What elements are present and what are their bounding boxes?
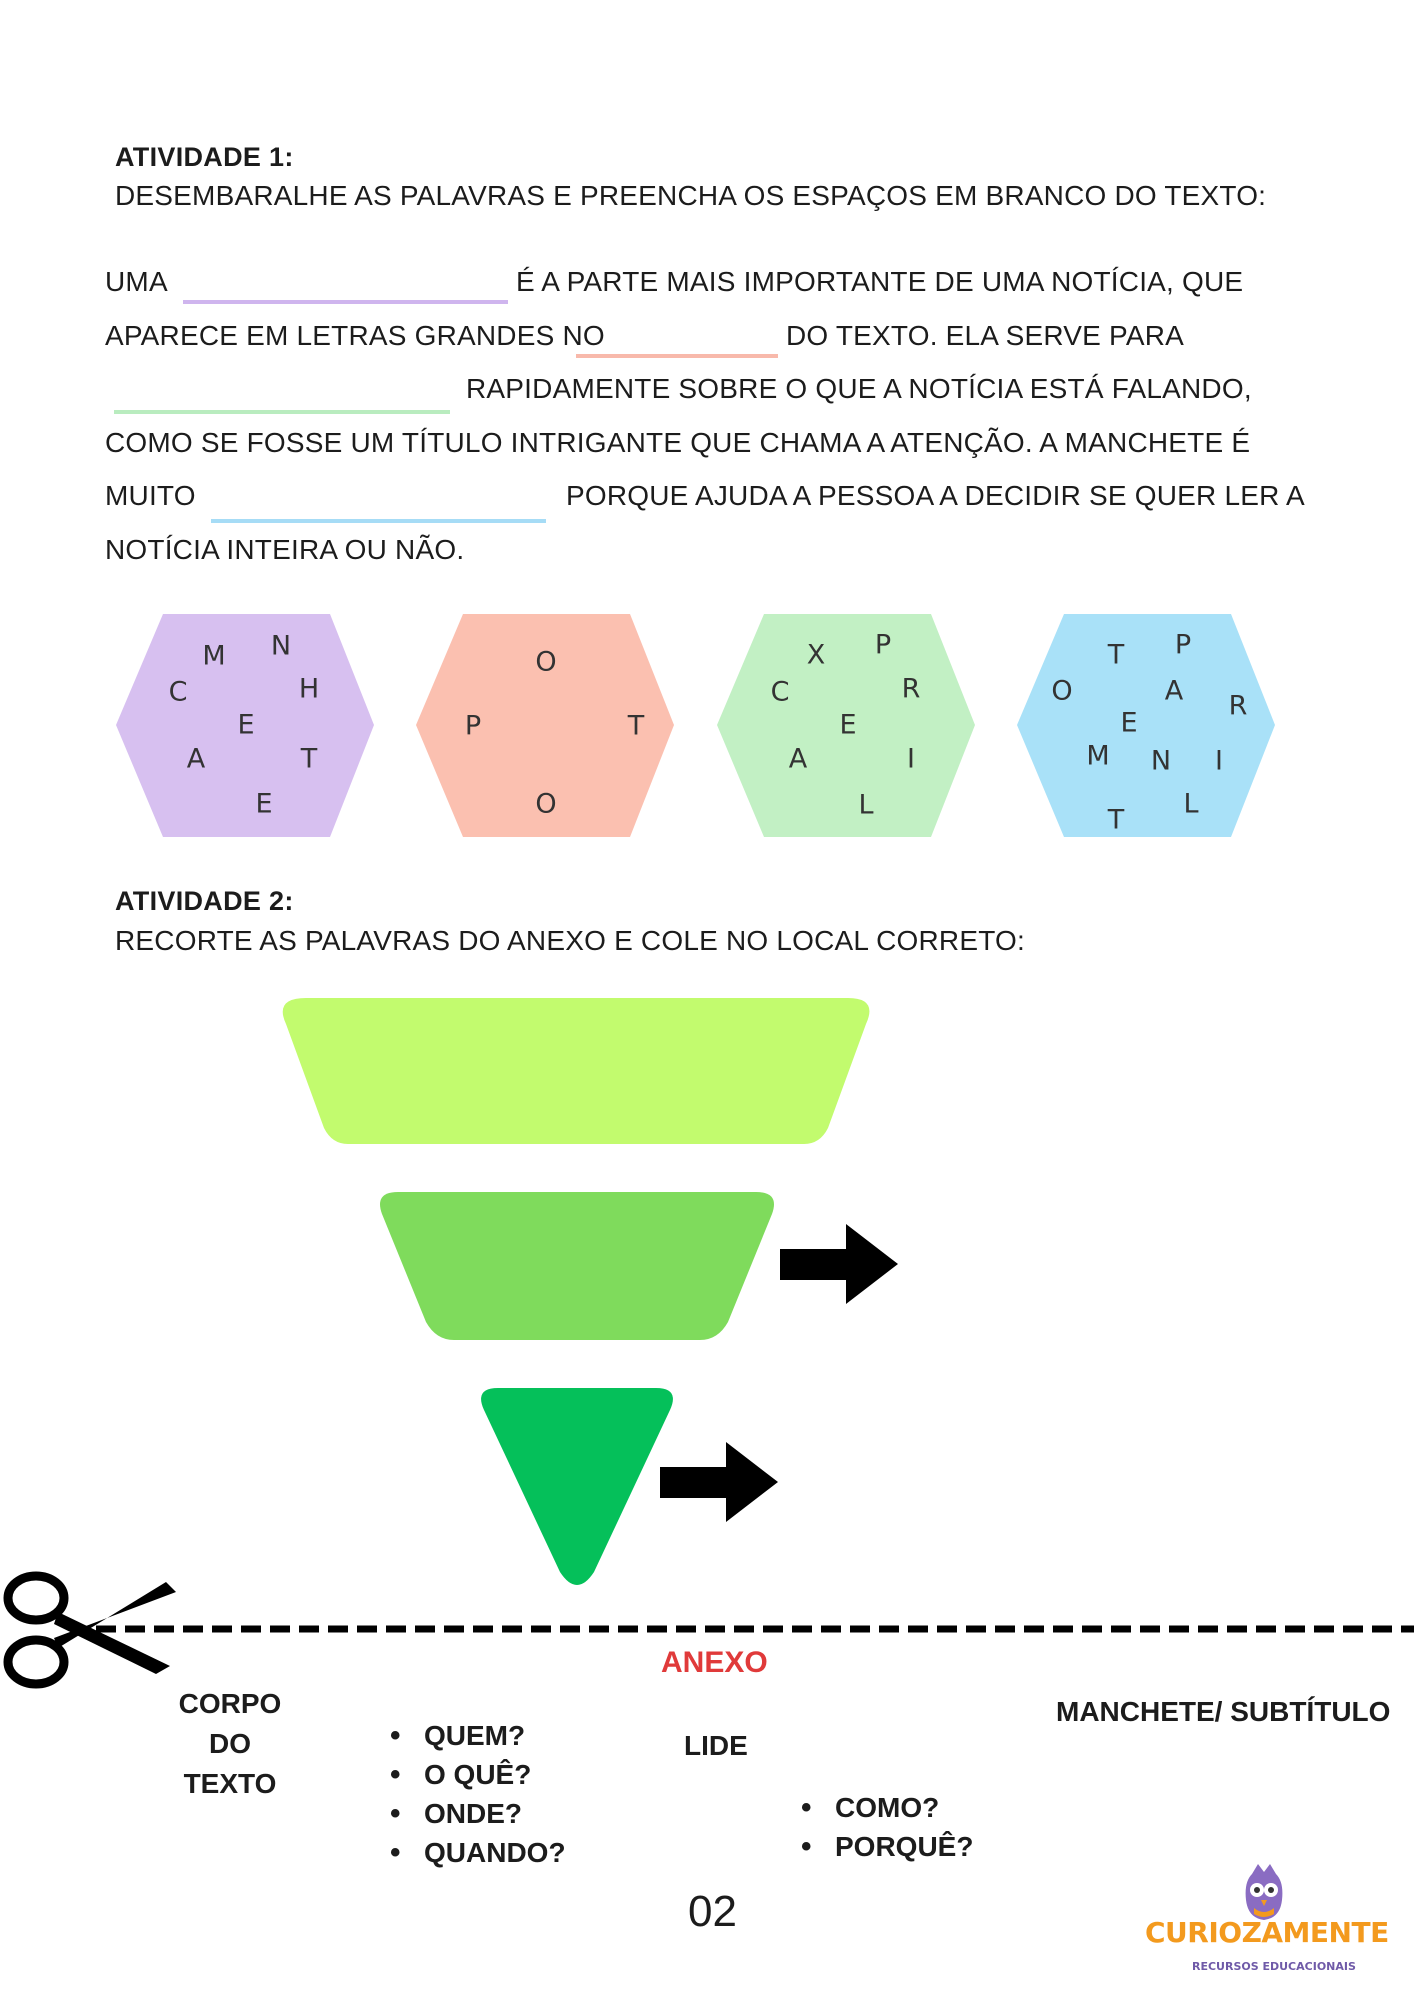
list-item: QUANDO?: [390, 1833, 566, 1872]
hexagon-shape-1: [116, 614, 374, 837]
owl-icon: [1245, 1864, 1283, 1920]
hex3-letter: X: [807, 640, 826, 671]
scrambled-letters-hexagons: M N C H E A T E O P T O X P C R E A I L: [116, 614, 1275, 837]
hex4-letter: E: [1120, 708, 1137, 739]
hex4-letter: O: [1051, 676, 1072, 707]
hex3-letter: P: [875, 630, 891, 661]
hexagon-shape-3: [717, 614, 975, 837]
hex1-letter: E: [237, 710, 254, 741]
hexagon-importante: T P O A R E M N I T L: [1017, 614, 1275, 837]
hex1-letter: E: [255, 789, 272, 820]
hexagon-shape-2: [416, 614, 674, 837]
text-line-3: RAPIDAMENTE SOBRE O QUE A NOTÍCIA ESTÁ F…: [466, 373, 1252, 404]
text-line-1a: UMA: [105, 266, 168, 297]
hex4-letter: R: [1229, 691, 1248, 722]
hex4-letter: A: [1165, 676, 1184, 707]
hex3-letter: E: [839, 710, 856, 741]
hex4-letter: T: [1107, 640, 1125, 671]
hexagon-explicar: X P C R E A I L: [717, 614, 975, 837]
label-lide[interactable]: LIDE: [684, 1730, 748, 1761]
text-line-5b: PORQUE AJUDA A PESSOA A DECIDIR SE QUER …: [566, 480, 1305, 511]
hex3-letter: I: [907, 744, 915, 775]
activity2-instruction: RECORTE AS PALAVRAS DO ANEXO E COLE NO L…: [115, 925, 1025, 956]
annex-title: ANEXO: [661, 1646, 768, 1679]
pyramid-bottom-triangle[interactable]: [481, 1388, 673, 1585]
label-manchete-subtitulo[interactable]: MANCHETE/ SUBTÍTULO: [1056, 1696, 1391, 1727]
hex1-letter: T: [300, 744, 318, 775]
label-corpo-do-texto[interactable]: CORPO DO TEXTO: [160, 1684, 300, 1804]
blank-2[interactable]: [576, 354, 778, 358]
text-line-6: NOTÍCIA INTEIRA OU NÃO.: [105, 534, 465, 565]
activity1-instruction: DESEMBARALHE AS PALAVRAS E PREENCHA OS E…: [115, 180, 1267, 211]
corpo-line: CORPO: [178, 1688, 282, 1719]
logo-tagline: RECURSOS EDUCACIONAIS: [1192, 1960, 1356, 1973]
text-line-4: COMO SE FOSSE UM TÍTULO INTRIGANTE QUE C…: [105, 427, 1251, 458]
list-item: COMO?: [801, 1788, 973, 1827]
hex2-letter: T: [627, 711, 645, 742]
text-line-2b: DO TEXTO. ELA SERVE PARA: [786, 320, 1184, 351]
scissors-icon: [3, 1571, 176, 1689]
pyramid-top-box[interactable]: [282, 998, 870, 1144]
logo-brand: CURIOZAMENTE: [1145, 1916, 1389, 1949]
hex1-letter: M: [202, 641, 225, 672]
hex2-letter: P: [465, 711, 481, 742]
list-item: PORQUÊ?: [801, 1827, 973, 1866]
text-line-2a: APARECE EM LETRAS GRANDES NO: [105, 320, 605, 351]
hex1-letter: A: [187, 744, 206, 775]
activity1-title: ATIVIDADE 1:: [115, 142, 294, 172]
hex1-letter: C: [169, 677, 188, 708]
blank-3[interactable]: [114, 410, 450, 414]
text-line-1b: É A PARTE MAIS IMPORTANTE DE UMA NOTÍCIA…: [516, 266, 1244, 297]
corpo-line: TEXTO: [183, 1768, 277, 1799]
blank-1[interactable]: [183, 300, 508, 304]
hexagon-manchete: M N C H E A T E: [116, 614, 374, 837]
list-item: QUEM?: [390, 1716, 566, 1755]
cut-line: [3, 1571, 1414, 1689]
text-line-5a: MUITO: [105, 480, 196, 511]
hex4-letter: N: [1151, 746, 1171, 777]
hex2-letter: O: [535, 789, 556, 820]
hex3-letter: A: [789, 744, 808, 775]
hex4-letter: M: [1086, 741, 1109, 772]
hex3-letter: C: [771, 677, 790, 708]
hex3-letter: L: [858, 790, 873, 821]
hex4-letter: L: [1183, 789, 1198, 820]
activity2-title: ATIVIDADE 2:: [115, 886, 294, 916]
corpo-line: DO: [209, 1728, 251, 1759]
arrow-right-icon: [660, 1442, 778, 1522]
hex4-letter: T: [1107, 805, 1125, 836]
hex1-letter: N: [271, 631, 291, 662]
hexagon-shape-4: [1017, 614, 1275, 837]
hex3-letter: R: [902, 674, 921, 705]
arrow-right-icon: [780, 1224, 898, 1304]
questions-list-2[interactable]: COMO? PORQUÊ?: [801, 1788, 973, 1866]
hex4-letter: I: [1215, 746, 1223, 777]
curiozamente-logo: CURIOZAMENTE RECURSOS EDUCACIONAIS: [1140, 1860, 1390, 1990]
hex2-letter: O: [535, 647, 556, 678]
page-number: 02: [688, 1887, 737, 1936]
list-item: ONDE?: [390, 1794, 566, 1833]
hex1-letter: H: [299, 674, 319, 705]
list-item: O QUÊ?: [390, 1755, 566, 1794]
inverted-pyramid-diagram: [282, 998, 898, 1585]
questions-list-1[interactable]: QUEM? O QUÊ? ONDE? QUANDO?: [390, 1716, 566, 1872]
pyramid-middle-box[interactable]: [380, 1192, 774, 1340]
hex4-letter: P: [1175, 630, 1191, 661]
blank-4[interactable]: [211, 519, 546, 523]
hexagon-topo: O P T O: [416, 614, 674, 837]
